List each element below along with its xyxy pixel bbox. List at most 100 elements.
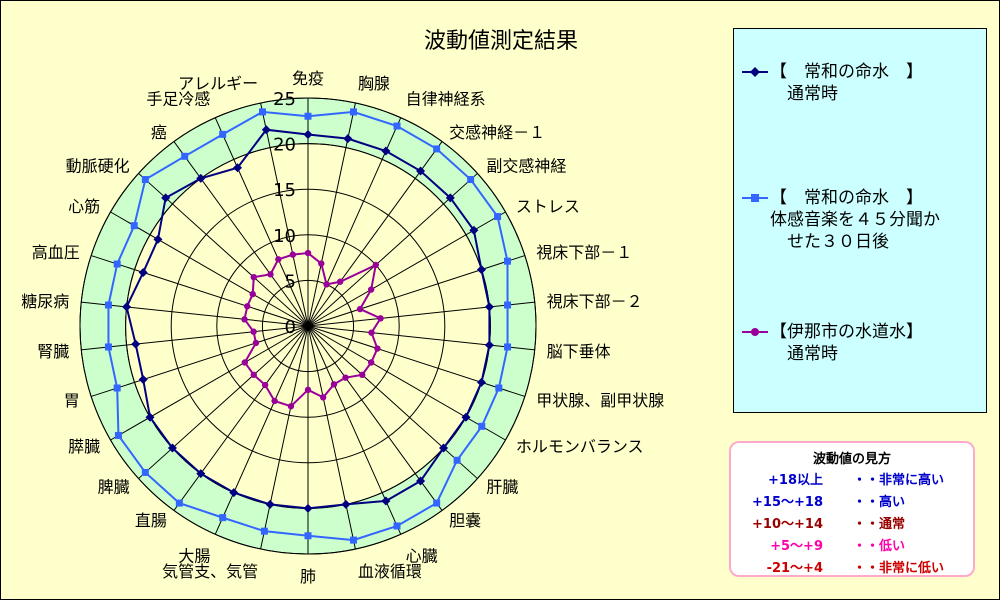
- data-point: [161, 193, 171, 203]
- data-point: [330, 381, 338, 388]
- guide-row: +18以上 ・・非常に高い: [731, 469, 973, 489]
- data-point: [478, 422, 486, 430]
- data-point: [393, 522, 401, 530]
- data-point: [433, 145, 441, 153]
- category-label: 視床下部－２: [547, 292, 643, 311]
- data-point: [303, 503, 313, 513]
- category-label: 胃: [64, 391, 80, 410]
- category-label: 糖尿病: [21, 292, 69, 311]
- data-point: [113, 384, 121, 392]
- data-point: [287, 403, 295, 410]
- radar-spoke: [307, 325, 535, 351]
- category-label: 心筋: [68, 197, 100, 216]
- category-label: ストレス: [516, 197, 580, 216]
- category-label: 膵臓: [68, 437, 100, 456]
- data-point: [495, 384, 503, 392]
- radar-spoke: [110, 325, 309, 441]
- guide-range: +10～+14: [752, 517, 823, 532]
- guide-row: +10～+14 ・・通常: [731, 513, 973, 533]
- data-point: [138, 375, 148, 385]
- radial-tick-label: 10: [273, 226, 296, 247]
- radar-spoke: [307, 325, 525, 397]
- data-point: [439, 443, 449, 453]
- data-point: [381, 146, 391, 156]
- data-point: [244, 303, 251, 310]
- legend-circle-marker-icon: [742, 328, 768, 336]
- data-point: [503, 257, 511, 265]
- data-point: [504, 301, 512, 309]
- radial-tick-label: 5: [285, 271, 296, 292]
- category-label: 癌: [151, 123, 167, 142]
- data-point: [381, 496, 391, 506]
- data-point: [265, 499, 275, 509]
- guide-label: ・・高い: [853, 495, 906, 510]
- data-point: [241, 359, 249, 366]
- data-point: [372, 261, 379, 269]
- data-point: [303, 129, 313, 139]
- data-point: [261, 381, 269, 389]
- data-point: [229, 488, 239, 498]
- data-point: [141, 468, 149, 476]
- category-label: 胸腺: [358, 74, 390, 93]
- legend-label-series-2: 【 常和の命水 】 体感音楽を４５分聞か せた３０日後: [770, 188, 940, 252]
- guide-range: +18以上: [768, 473, 823, 488]
- category-label: 肝臓: [486, 478, 518, 497]
- data-point: [113, 260, 121, 268]
- radial-tick-label: 20: [273, 135, 296, 156]
- data-point: [356, 305, 364, 313]
- data-point: [504, 343, 512, 351]
- category-label: 手足冷感: [146, 90, 210, 109]
- radar-spoke: [307, 325, 506, 441]
- data-point: [341, 499, 351, 509]
- category-label: 脾臓: [98, 478, 130, 497]
- radar-spoke: [307, 325, 356, 550]
- category-label: 大腸: [178, 546, 210, 565]
- radar-spoke: [260, 102, 309, 327]
- data-point: [416, 166, 426, 176]
- data-point: [258, 108, 266, 116]
- data-point: [368, 329, 375, 336]
- data-point: [252, 339, 260, 347]
- data-point: [350, 536, 358, 544]
- data-point: [467, 176, 475, 184]
- category-label: 直腸: [135, 511, 167, 530]
- data-point: [122, 302, 132, 312]
- data-point: [167, 443, 177, 453]
- radial-tick-label: 15: [273, 180, 296, 201]
- radial-tick-label: 0: [285, 317, 296, 338]
- radar-spoke: [81, 301, 309, 327]
- data-point: [196, 173, 206, 183]
- radar-spoke: [307, 325, 478, 479]
- radar-spoke: [307, 255, 525, 327]
- data-point: [250, 328, 257, 335]
- guide-row: -21～+4 ・・非常に低い: [731, 557, 973, 577]
- data-point: [367, 359, 375, 366]
- data-point: [304, 386, 312, 394]
- guide-range: -21～+4: [766, 561, 823, 576]
- data-point: [367, 286, 375, 293]
- data-point: [494, 213, 502, 221]
- data-point: [104, 301, 112, 309]
- data-point: [476, 265, 486, 275]
- data-point: [342, 374, 349, 381]
- category-label: 視床下部－１: [536, 243, 632, 262]
- data-point: [131, 339, 141, 349]
- data-point: [250, 371, 257, 379]
- data-point: [153, 234, 163, 244]
- guide-title: 波動値の見方: [812, 452, 891, 467]
- legend-diamond-marker-icon: [742, 67, 768, 77]
- guide-label: ・・非常に低い: [853, 561, 945, 576]
- category-label: アレルギー: [178, 74, 258, 93]
- category-label: 副交感神経: [486, 156, 566, 175]
- data-point: [350, 108, 358, 116]
- data-point: [469, 225, 479, 235]
- data-point: [219, 130, 227, 138]
- category-label: 肺: [300, 567, 316, 586]
- data-point: [196, 469, 206, 479]
- data-point: [304, 249, 312, 257]
- radar-spoke: [138, 325, 309, 479]
- wave-value-guide: 波動値の見方 +18以上 ・・非常に高い +15～+18 ・・高い +10～+1…: [729, 441, 975, 577]
- data-point: [233, 163, 243, 173]
- radar-spoke: [91, 325, 309, 397]
- legend-label-series-1: 【 常和の命水 】 通常時: [770, 62, 923, 104]
